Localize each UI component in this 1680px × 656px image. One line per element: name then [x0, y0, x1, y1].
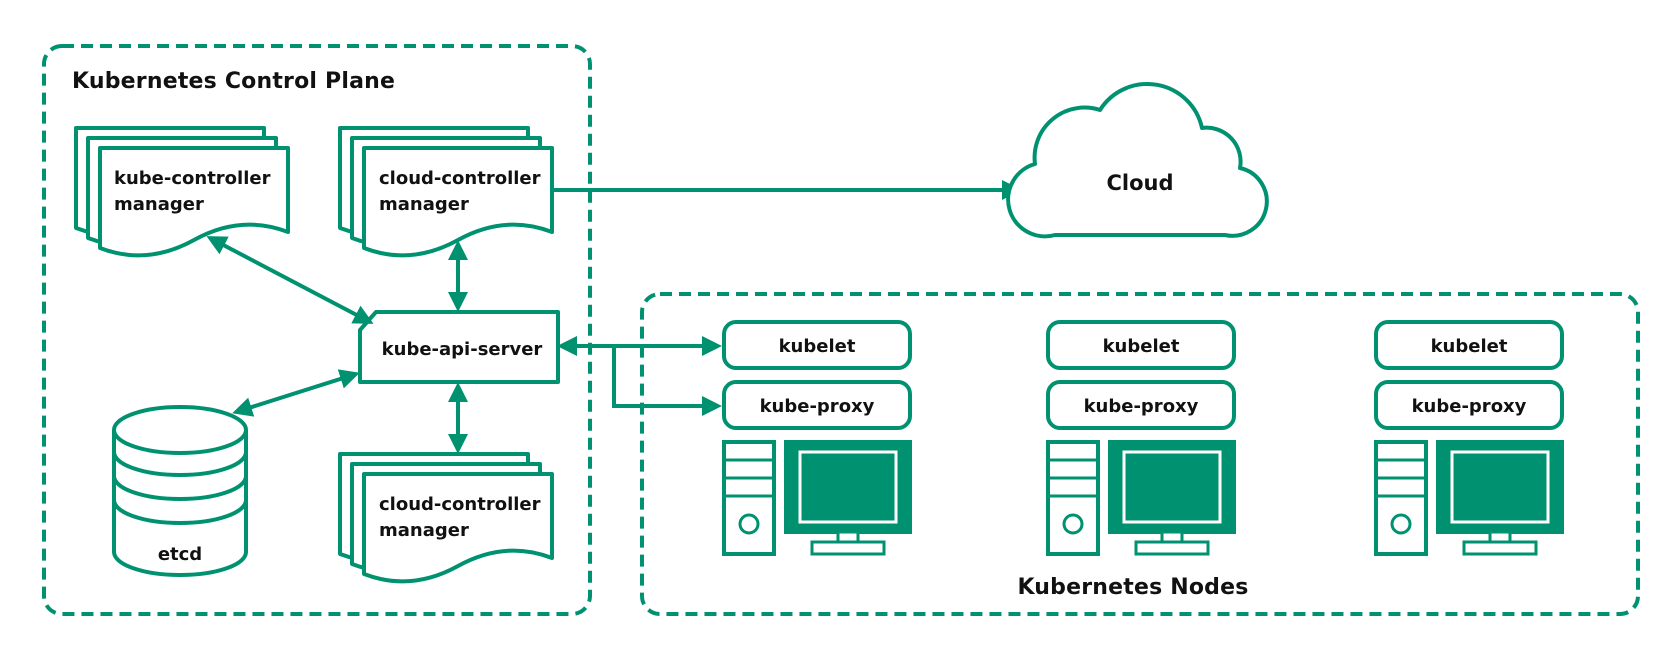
- kubelet-label: kubelet: [1431, 336, 1508, 357]
- control-plane-group: Kubernetes Control Plane: [42, 44, 592, 616]
- computer-icon: [1046, 440, 1236, 556]
- computer-icon: [722, 440, 912, 556]
- cloud-controller-manager-top[interactable]: cloud-controller manager: [338, 126, 554, 258]
- cloud-label: Cloud: [1106, 171, 1173, 195]
- computer-icon: [1374, 440, 1564, 556]
- nodes-group: Kubernetes Nodes: [640, 292, 1640, 616]
- kubelet-label: kubelet: [779, 336, 856, 357]
- kubelet-box[interactable]: [1374, 320, 1564, 370]
- kube-proxy-label: kube-proxy: [1084, 396, 1199, 417]
- cloud-controller-manager-bottom-label-line2: manager: [379, 520, 469, 541]
- etcd-label: etcd: [158, 544, 202, 565]
- kube-api-server-label: kube-api-server: [382, 339, 543, 360]
- etcd-ring-1: [112, 451, 248, 477]
- cloud-controller-manager-top-label-line1: cloud-controller: [379, 168, 541, 189]
- etcd-database[interactable]: etcd: [112, 405, 248, 577]
- cloud-controller-manager-top-label-line2: manager: [379, 194, 469, 215]
- etcd-cylinder-body: [112, 430, 248, 577]
- kube-proxy-box[interactable]: [1374, 380, 1564, 430]
- cloud[interactable]: Cloud: [1006, 82, 1269, 239]
- kube-proxy-label: kube-proxy: [760, 396, 875, 417]
- nodes-title: Kubernetes Nodes: [1017, 575, 1248, 600]
- control-plane-border: [42, 44, 592, 616]
- kube-proxy-label: kube-proxy: [1412, 396, 1527, 417]
- kubelet-label: kubelet: [1103, 336, 1180, 357]
- etcd-cylinder-top: [112, 405, 248, 455]
- kube-api-server[interactable]: kube-api-server: [358, 310, 560, 384]
- kubelet-box[interactable]: [1046, 320, 1236, 370]
- kube-proxy-box[interactable]: [722, 380, 912, 430]
- connector-kcm-api: [206, 236, 374, 324]
- connectors: [206, 180, 1022, 454]
- nodes-border: [640, 292, 1640, 616]
- etcd-ring-3: [112, 499, 248, 525]
- kubelet-box[interactable]: [722, 320, 912, 370]
- kube-proxy-box[interactable]: [1046, 380, 1236, 430]
- cloud-controller-manager-bottom-label-line1: cloud-controller: [379, 494, 541, 515]
- connector-etcd-api: [232, 369, 360, 417]
- kube-controller-manager[interactable]: kube-controller manager: [74, 126, 290, 258]
- node-2[interactable]: kubelet kube-proxy: [1046, 320, 1236, 556]
- node-1[interactable]: kubelet kube-proxy: [722, 320, 912, 556]
- kube-controller-manager-label-line1: kube-controller: [114, 168, 271, 189]
- connector-api-kube-proxy: [612, 346, 722, 416]
- cloud-controller-manager-bottom[interactable]: cloud-controller manager: [338, 452, 554, 584]
- control-plane-title: Kubernetes Control Plane: [72, 69, 395, 94]
- kube-controller-manager-label-line2: manager: [114, 194, 204, 215]
- node-3[interactable]: kubelet kube-proxy: [1374, 320, 1564, 556]
- etcd-ring-2: [112, 475, 248, 501]
- cloud-shape: [1006, 82, 1269, 239]
